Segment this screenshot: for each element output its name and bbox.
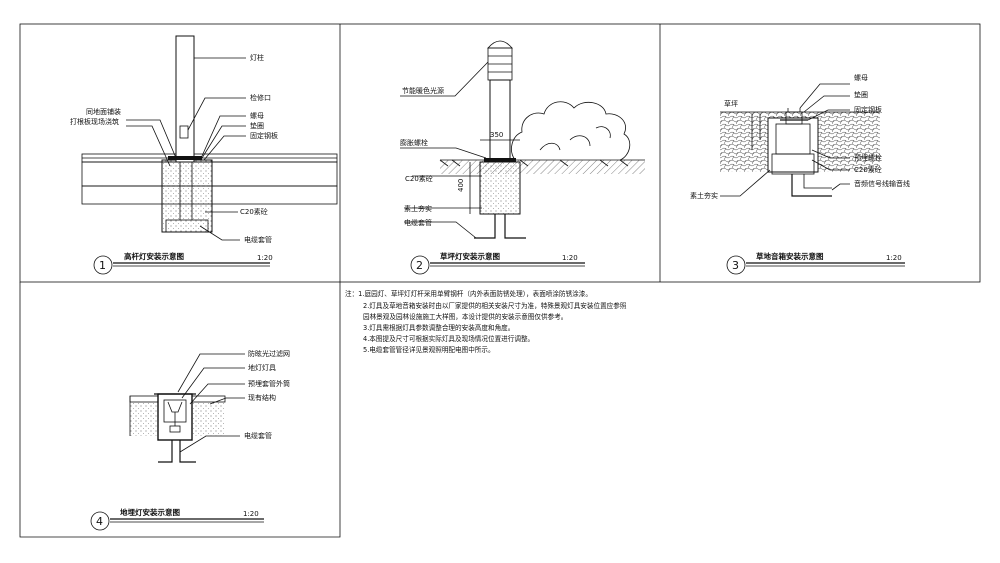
note-2-cont: 园林景观及园林设施施工大样图，本设计提供的安装示意图仅供参考。 — [363, 312, 567, 321]
label-nut-3: 螺母 — [854, 73, 868, 82]
panel-1-high-pole-light — [81, 35, 338, 241]
note-5: 5.电缆套管管径详见景观照明配电图中所示。 — [363, 345, 495, 354]
label-pole: 灯柱 — [250, 53, 264, 62]
panel-2-title: 2 草坪灯安装示意图 1:20 — [410, 251, 585, 275]
panel-1-title: 1 高杆灯安装示意图 1:20 — [93, 251, 273, 275]
label-access-port: 检修口 — [250, 93, 271, 102]
label-lawn: 草坪 — [724, 99, 738, 108]
label-steel-plate-3: 固定钢板 — [854, 105, 882, 114]
label-c20-concrete-3: C20素砼 — [854, 165, 882, 174]
panel-2-labels: 节能暖色光源 膨胀螺栓 C20素砼 素土夯实 电缆套管 — [400, 86, 444, 227]
panel-4-inground-light — [129, 353, 245, 463]
panel-number-circle — [726, 255, 746, 275]
panel-scale: 1:20 — [243, 510, 259, 518]
dim-400: 400 — [457, 179, 465, 192]
label-c20-concrete-2: C20素砼 — [405, 174, 433, 183]
panel-scale: 1:20 — [257, 254, 273, 262]
panel-title: 草坪灯安装示意图 — [440, 251, 500, 261]
panel-number-circle — [93, 255, 113, 275]
panel-4-labels: 防眩光过滤网 地灯灯具 预埋套管外筒 现有结构 电缆套管 — [244, 349, 290, 440]
label-light-source: 节能暖色光源 — [402, 86, 444, 95]
label-rammed-soil: 素土夯实 — [404, 204, 432, 213]
label-steel-plate: 固定钢板 — [250, 131, 278, 140]
sheet-frame — [19, 23, 981, 538]
panel-number-circle — [90, 511, 110, 531]
label-c20-concrete: C20素砼 — [240, 207, 268, 216]
panel-number: 4 — [96, 515, 103, 528]
panel-title: 高杆灯安装示意图 — [124, 251, 184, 261]
panel-1-labels: 灯柱 检修口 同地面铺装 打根板现场浇筑 螺母 垫圈 固定钢板 C20素砼 电缆… — [70, 53, 278, 244]
label-washer: 垫圈 — [250, 121, 264, 130]
panel-scale: 1:20 — [886, 254, 902, 262]
panel-3-title: 3 草地音箱安装示意图 1:20 — [726, 251, 905, 275]
label-embedded-bolt: 预埋螺栓 — [854, 153, 882, 162]
label-existing-structure: 现有结构 — [248, 393, 276, 402]
panel-scale: 1:20 — [562, 254, 578, 262]
label-anti-glare-mesh: 防眩光过滤网 — [248, 349, 290, 358]
panel-title: 地埋灯安装示意图 — [120, 507, 180, 517]
label-cable-conduit-4: 电缆套管 — [244, 431, 272, 440]
dim-350: 350 — [490, 131, 503, 139]
panel-number: 2 — [416, 259, 423, 272]
label-cable-conduit-2: 电缆套管 — [404, 218, 432, 227]
panel-number-circle — [410, 255, 430, 275]
panel-3-lawn-speaker — [720, 83, 880, 197]
note-3: 3.灯具需根据灯具参数调整合理的安装高度和角度。 — [363, 323, 514, 332]
panel-4-title: 4 地埋灯安装示意图 1:20 — [90, 507, 264, 531]
label-expansion-bolt: 膨胀螺栓 — [400, 138, 428, 147]
panel-number: 3 — [732, 259, 739, 272]
label-rammed-soil-3: 素土夯实 — [690, 191, 718, 200]
label-base-cast: 打根板现场浇筑 — [70, 117, 119, 126]
panel-3-labels: 螺母 垫圈 固定钢板 草坪 预埋螺栓 C20素砼 音频信号线输音线 素土夯实 — [690, 73, 910, 200]
label-audio-cable: 音频信号线输音线 — [854, 179, 910, 188]
label-ground-lamp: 地灯灯具 — [248, 363, 276, 372]
label-cable-conduit: 电缆套管 — [244, 235, 272, 244]
note-1: 注：1.庭园灯、草坪灯灯杆采用单臂钢杆（内外表面防锈处理），表面喷涂防锈涂漆。 — [345, 289, 592, 298]
general-notes: 注：1.庭园灯、草坪灯灯杆采用单臂钢杆（内外表面防锈处理），表面喷涂防锈涂漆。 … — [345, 289, 627, 354]
label-sleeve-outer: 预埋套管外筒 — [248, 379, 290, 388]
panel-2-lawn-light: 350 400 — [400, 40, 645, 239]
note-2: 2.灯具及草地音箱安装时由以厂家提供的相关安装尺寸为准，特殊景观灯具安装位置应参… — [363, 301, 627, 310]
panel-number: 1 — [99, 259, 106, 272]
panel-title: 草地音箱安装示意图 — [756, 251, 824, 261]
label-nut: 螺母 — [250, 111, 264, 120]
note-4: 4.本图提及尺寸可根据实际灯具及现场情况位置进行调整。 — [363, 334, 534, 343]
label-washer-3: 垫圈 — [854, 90, 868, 99]
label-same-as-paving: 同地面铺装 — [86, 107, 121, 116]
